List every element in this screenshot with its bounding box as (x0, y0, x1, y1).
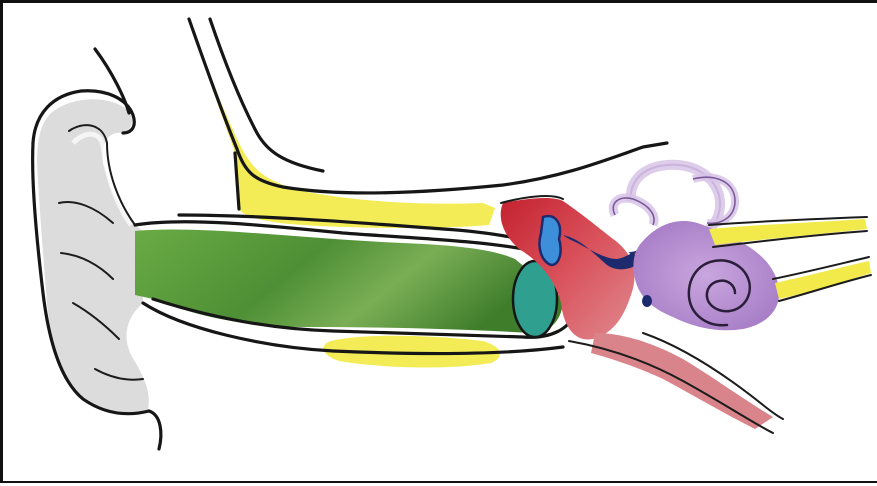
eustachian-tube-icon (569, 333, 783, 433)
ear-anatomy-illustration (3, 3, 877, 486)
